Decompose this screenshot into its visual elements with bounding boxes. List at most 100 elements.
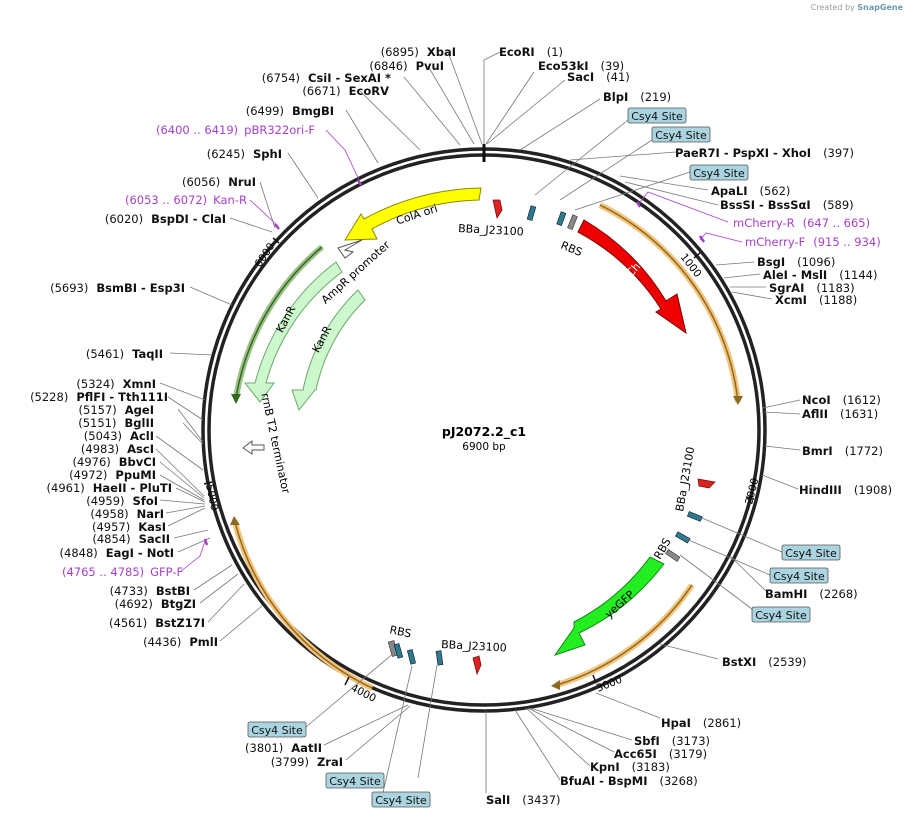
tick-6000 <box>272 237 280 244</box>
primer-label-kan-r: (6053 .. 6072)Kan-R <box>125 193 247 207</box>
leader-paer7i <box>569 151 677 161</box>
site-bfuai: BfuAI - BspMI(3268) <box>560 774 698 788</box>
primer-label-mcherry-r: mCherry-R(647 .. 665) <box>733 216 870 230</box>
site-haeii: (4961)HaeII - PluTI <box>47 481 172 495</box>
site-bbvci: (4976)BbvCI <box>73 455 156 469</box>
leader-pflfi <box>167 396 204 421</box>
site-bstxi: BstXI(2539) <box>722 655 807 669</box>
site-csii: (6754)CsiI - SexAI * <box>262 71 391 85</box>
leader-csy4-1 <box>534 119 629 196</box>
feature-cola-ori <box>344 187 482 241</box>
csy4-box-8 <box>325 772 385 789</box>
leader-csy4-5 <box>683 537 771 576</box>
promoter-arrow-1 <box>492 199 503 220</box>
snapgene-brand: SnapGene <box>857 3 903 12</box>
leader-csii <box>403 76 461 146</box>
site-paer7i: PaeR7I - PspXI - XhoI(397) <box>675 146 854 160</box>
site-xbai: (6895)XbaI <box>381 45 456 59</box>
leader-taqii <box>169 352 213 356</box>
leader-acc65i <box>527 707 615 753</box>
primer-labels: (6400 .. 6419)pBR322ori-F (6053 .. 6072)… <box>62 123 881 579</box>
feature-yegfp <box>553 556 665 656</box>
leader-btgzi <box>199 573 239 604</box>
leader-mcherry-f <box>699 232 743 243</box>
small-label-promoter-3: BBa_J23100 <box>441 638 507 654</box>
leader-csy4-7 <box>381 665 413 798</box>
leader-sphi <box>287 152 319 199</box>
site-ecori: EcoRI(1) <box>499 45 563 59</box>
feature-arrows <box>242 187 687 656</box>
leader-kpni <box>525 707 591 767</box>
orf-arrow-4 <box>231 394 241 404</box>
csy4-box-9 <box>371 791 431 808</box>
leader-kan-r <box>249 199 279 227</box>
csy4-box-6 <box>751 606 811 623</box>
leader-ecorv <box>359 90 421 151</box>
csy4-label-9: Csy4 Site <box>375 794 427 807</box>
leader-xbai <box>447 51 483 145</box>
site-bsssi: BssSI - BssSαI(589) <box>720 198 854 212</box>
orf-arc-1-core <box>599 204 739 403</box>
orf-arc-3-core <box>234 521 373 689</box>
leader-aatii <box>323 704 409 746</box>
csy4-box-7 <box>247 721 307 738</box>
primer-label-mcherry-f: mCherry-F(915 .. 934) <box>745 235 881 249</box>
csy4-label-1: Csy4 Site <box>631 110 683 123</box>
site-sacii: (4854)SacII <box>92 532 170 546</box>
csy4-label-7: Csy4 Site <box>251 724 303 737</box>
orf-arrow-1 <box>733 396 743 405</box>
feature-kanr-outer <box>243 261 343 403</box>
leader-alei <box>723 273 761 279</box>
leader-csy4-6 <box>679 554 757 613</box>
site-aatii: (3801)AatII <box>245 741 322 755</box>
csy4-label-5: Csy4 Site <box>773 570 825 583</box>
site-asci: (4983)AscI <box>81 442 154 456</box>
plasmid-length: 6900 bp <box>462 441 506 453</box>
primer-mark-pbr322 <box>356 179 363 186</box>
csy4-label-6: Csy4 Site <box>755 609 807 622</box>
orf-arc-3 <box>232 521 374 691</box>
site-acli: (5043)AclI <box>84 429 154 443</box>
site-pflfi: (5228)PflFI - Tth111I <box>30 390 168 404</box>
site-sfoi: (4959)SfoI <box>86 494 158 508</box>
site-bsmbi: (5693)BsmBI - Esp3I <box>50 281 185 295</box>
sites-right: EcoRI(1) Eco53kI(39) SacI(41) BlpI(219) … <box>486 45 892 807</box>
promoter-arrow-2 <box>697 478 716 489</box>
leader-lines <box>155 51 801 798</box>
leader-csy4-3 <box>574 171 691 211</box>
site-acc65i: Acc65I(3179) <box>614 747 707 761</box>
leader-eco53ki <box>485 71 535 145</box>
site-bsgi: BsgI(1096) <box>757 255 835 269</box>
tick-4000 <box>344 676 350 686</box>
csy4-box-2 <box>651 126 711 143</box>
leader-aflii <box>763 411 801 415</box>
leader-ecori <box>483 51 501 144</box>
site-bglii: (5151)BglII <box>78 416 154 430</box>
leader-csy4-8 <box>417 664 438 779</box>
site-sphi: (6245)SphI <box>207 147 282 161</box>
site-saci: SacI(41) <box>567 70 630 84</box>
site-xmni: (5324)XmnI <box>76 377 156 391</box>
leader-csy4-4 <box>701 517 783 553</box>
rbs-glyph-1 <box>567 214 578 231</box>
site-xcmi: XcmI(1188) <box>775 293 857 307</box>
site-hindiii: HindIII(1908) <box>799 483 892 497</box>
site-aflii: AflII(1631) <box>802 407 878 421</box>
csy4-box-1 <box>627 107 687 124</box>
site-nari: (4958)NarI <box>90 507 164 521</box>
tick-5000 <box>203 481 213 485</box>
site-pvui: (6846)PvuI <box>369 59 444 73</box>
leader-kasi <box>167 507 206 527</box>
leader-haeii <box>175 487 206 503</box>
leader-pmli <box>219 605 263 642</box>
small-label-promoter-1: BBa_J23100 <box>458 222 524 238</box>
site-ppumi: (4972)PpuMI <box>69 468 156 482</box>
site-pmli: (4436)PmlI <box>143 635 218 649</box>
orf-arc-4-core <box>235 246 323 399</box>
site-ncoi: NcoI(1612) <box>802 393 881 407</box>
csy4-boxes: Csy4 Site Csy4 Site Csy4 Site Csy4 Site … <box>247 107 841 808</box>
plasmid-name: pJ2072.2_c1 <box>442 424 526 440</box>
primer-label-gfp-f: (4765 .. 4785)GFP-F <box>62 565 183 579</box>
small-label-rbs-3: RBS <box>388 623 412 640</box>
primer-mark-mcherry-f <box>698 235 706 243</box>
